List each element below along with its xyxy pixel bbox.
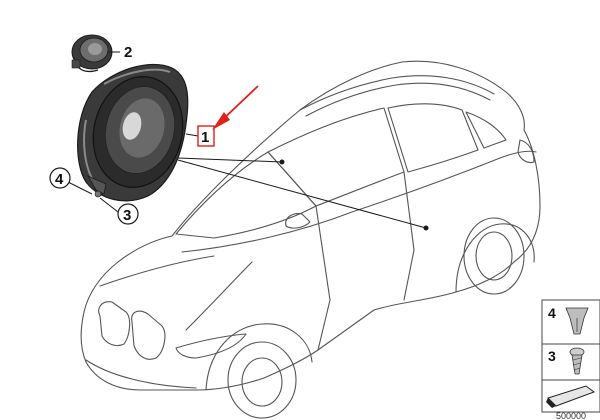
roof-rail bbox=[299, 75, 495, 111]
side-mirror bbox=[285, 213, 311, 229]
headlight bbox=[175, 333, 247, 359]
parts-legend: 4 3 500000 bbox=[541, 299, 600, 420]
hood-line-left bbox=[99, 255, 215, 287]
callout-label-1: 1 bbox=[201, 129, 209, 146]
callout-part2: 2 bbox=[124, 44, 132, 61]
expanding-clip-icon bbox=[565, 307, 589, 335]
front-wheel bbox=[227, 341, 297, 419]
callout-label-2: 2 bbox=[124, 44, 132, 61]
front-wheel-hub bbox=[241, 357, 283, 407]
callout-part1: 1 bbox=[197, 125, 215, 147]
tapping-screw-icon bbox=[569, 347, 585, 375]
callout-label-3: 3 bbox=[123, 207, 131, 224]
leader-part4 bbox=[67, 181, 93, 195]
rear-door-line bbox=[403, 171, 415, 301]
rear-wheel-hub bbox=[475, 231, 513, 281]
tail-light bbox=[517, 139, 535, 164]
leader-part1 bbox=[185, 133, 199, 137]
car-body-outline bbox=[80, 60, 541, 391]
leader-to-rear-door bbox=[177, 159, 427, 229]
leader-lines bbox=[67, 51, 429, 231]
door-speaker-icon bbox=[77, 63, 189, 202]
legend-number-4: 4 bbox=[548, 305, 556, 321]
highlight-box bbox=[197, 125, 215, 147]
red-arrow-icon bbox=[212, 85, 259, 130]
tweeter-speaker-icon bbox=[71, 34, 113, 73]
roof-rail-inner bbox=[305, 82, 491, 117]
side-window-front bbox=[267, 107, 405, 207]
legend-number-3: 3 bbox=[548, 348, 556, 364]
diagram-reference-number: 500000 bbox=[556, 411, 586, 420]
hood-line-right bbox=[185, 261, 253, 331]
grille-right bbox=[131, 310, 166, 360]
front-wheel-arch bbox=[205, 323, 313, 391]
rear-wheel bbox=[463, 217, 525, 295]
front-bumper bbox=[85, 359, 197, 389]
vehicle-outline bbox=[80, 60, 541, 419]
front-door-line bbox=[315, 205, 331, 351]
side-window-rear bbox=[387, 103, 479, 173]
rear-wheel-arch bbox=[455, 223, 535, 293]
callout-part3: 3 bbox=[117, 203, 139, 225]
leader-to-front-door bbox=[177, 157, 283, 163]
body-crease bbox=[181, 150, 537, 253]
grille-left bbox=[98, 301, 131, 347]
callout-part4: 4 bbox=[49, 167, 71, 189]
leader-part3 bbox=[99, 197, 119, 213]
rear-quarter-window bbox=[465, 111, 507, 149]
tool-wedge-icon bbox=[546, 385, 596, 408]
callout-label-4: 4 bbox=[55, 171, 64, 188]
